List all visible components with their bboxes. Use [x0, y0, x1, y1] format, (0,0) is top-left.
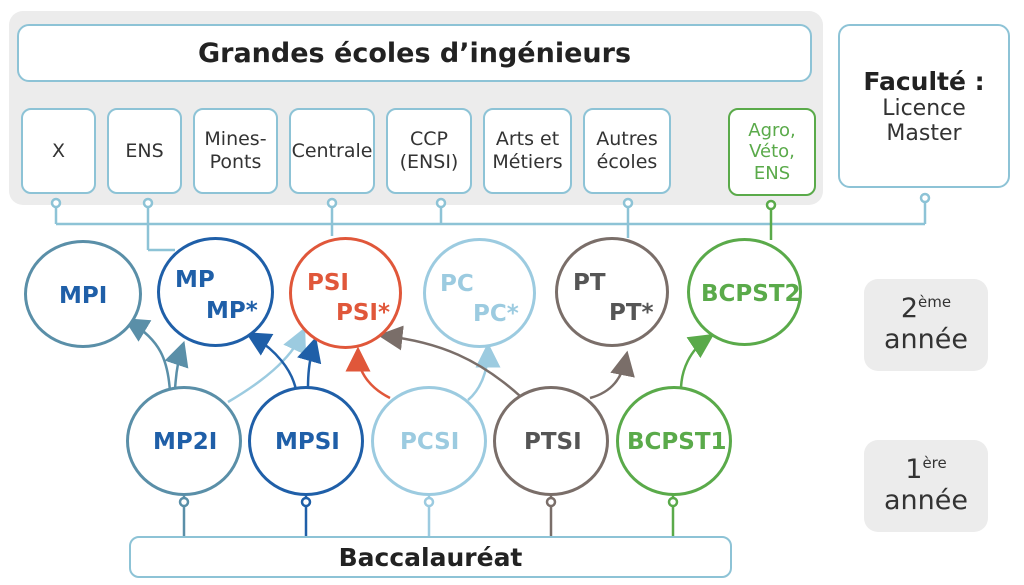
bubble-pt: PT PT*: [555, 237, 669, 347]
school-centrale: Centrale: [289, 108, 375, 194]
school-arts-metiers: Arts et Métiers: [483, 108, 572, 194]
year-label-1ere-annee: 1ère année: [864, 440, 988, 532]
bubble-ptsi: PTSI: [493, 386, 609, 496]
arrow-ptsi-psi: [377, 325, 521, 397]
bubble-mp: MP MP*: [157, 237, 274, 347]
pcsi-node: [423, 496, 435, 508]
bcpst1-node: [667, 496, 679, 508]
faculte-licence: Licence: [882, 95, 966, 121]
bubble-mp2i: MP2I: [126, 386, 242, 496]
grandes-ecoles-title: Grandes écoles d’ingénieurs: [197, 37, 632, 69]
school-centrale-node: [326, 197, 338, 209]
arrow-pcsi-pc: [467, 342, 501, 401]
bubble-psi: PSI PSI*: [289, 237, 402, 349]
mp2i-node: [178, 496, 190, 508]
baccalaureat-box: Baccalauréat: [129, 536, 732, 578]
arrow-mp2i-mp: [164, 340, 189, 391]
school-x-node: [50, 197, 62, 209]
baccalaureat-label: Baccalauréat: [338, 542, 523, 572]
bubble-bcpst2: BCPST2: [687, 238, 802, 346]
faculte-master: Master: [886, 120, 962, 146]
school-ens-node: [142, 197, 154, 209]
school-ens: ENS: [107, 108, 182, 194]
school-ccp-ensi: CCP (ENSI): [386, 108, 472, 194]
mpsi-node: [300, 496, 312, 508]
arrow-mp2i-mpi: [123, 318, 172, 393]
school-autres-node: [622, 197, 634, 209]
ptsi-node: [545, 496, 557, 508]
faculte-box: Faculté : Licence Master: [838, 24, 1010, 188]
faculte-title: Faculté :: [863, 66, 985, 96]
bubble-mpsi: MPSI: [248, 386, 364, 496]
bubble-pc: PC PC*: [423, 238, 536, 348]
grandes-ecoles-title-box: Grandes écoles d’ingénieurs: [17, 24, 812, 82]
year-label-2eme-annee: 2ème année: [864, 279, 988, 371]
arrow-bcpst1-bcpst2: [679, 333, 715, 391]
school-ccp-node: [435, 197, 447, 209]
arrow-mpsi-mp: [245, 332, 298, 391]
school-autres: Autres écoles: [583, 108, 671, 194]
school-agro-veto-ens: Agro, Véto, ENS: [728, 108, 816, 196]
school-agro-node: [765, 199, 777, 211]
arrow-mpsi-psi: [297, 336, 322, 389]
bubble-mpi: MPI: [24, 240, 142, 348]
bubble-pcsi: PCSI: [371, 386, 487, 496]
school-x: X: [21, 108, 96, 194]
arrow-ptsi-pt: [589, 350, 635, 400]
arrow-pcsi-psi: [345, 346, 391, 400]
school-mines-ponts: Mines- Ponts: [193, 108, 278, 194]
faculty-node: [919, 192, 931, 204]
bubble-bcpst1: BCPST1: [616, 386, 732, 496]
